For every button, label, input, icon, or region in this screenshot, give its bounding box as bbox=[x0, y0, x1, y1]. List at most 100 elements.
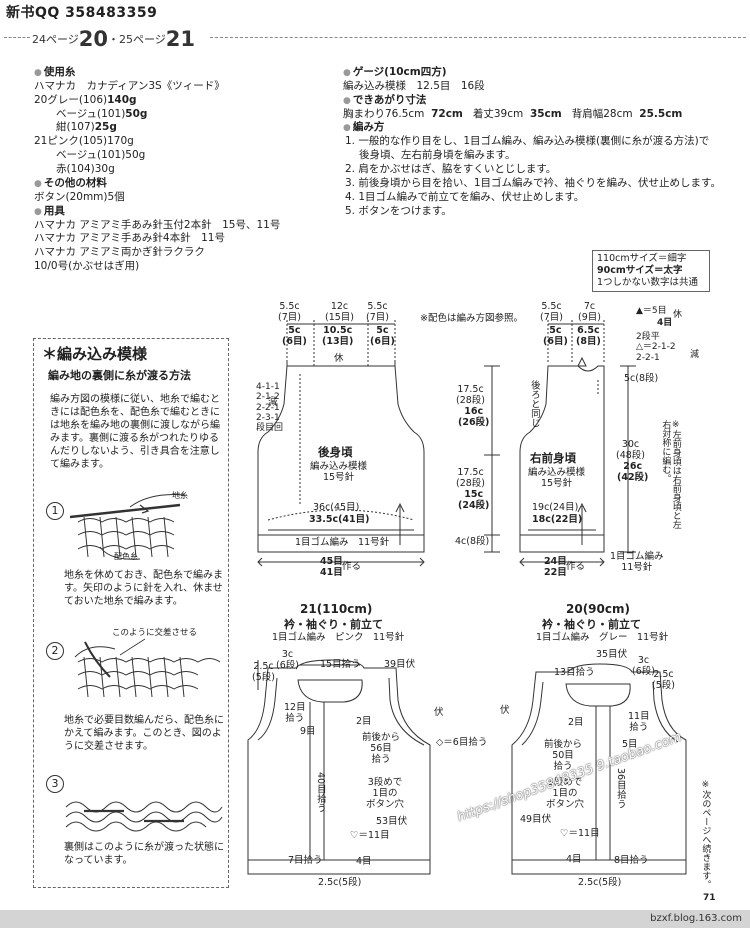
p1-label: 24ページ bbox=[32, 33, 79, 46]
p2-label: 25ページ bbox=[119, 33, 166, 46]
step-number-2: 2 bbox=[46, 642, 64, 660]
tools-line4: 10/0号(かぶせはぎ用) bbox=[34, 260, 140, 273]
gauge-heading: ゲージ(10cm四方) bbox=[343, 66, 743, 80]
step-number-1: 1 bbox=[46, 502, 64, 520]
front-dim-neck-90: 6.5c (8目) bbox=[576, 325, 601, 347]
back-decrease-chart: 4-1-1 2-1-2 2-2-1 2-3-1 段目回 bbox=[256, 382, 284, 434]
back-side-90: 15c (24段) bbox=[458, 489, 490, 511]
label-main-yarn: 地糸 bbox=[172, 491, 188, 500]
step2-illustration bbox=[74, 638, 220, 698]
front-neck-depth: 5c(8段) bbox=[624, 373, 659, 384]
step1-illustration bbox=[70, 494, 186, 560]
d20-four-sts: 4目 bbox=[566, 854, 582, 865]
method-step1b: 後身頃、左右前身頃を編みます。 bbox=[359, 149, 516, 162]
label-cross-here: このように交差させる bbox=[112, 628, 198, 638]
d21-bottom-band: 2.5c(5段) bbox=[318, 877, 362, 888]
d21-diamond-legend: ◇＝6目拾う bbox=[436, 737, 488, 748]
back-armhole-90: 16c (26段) bbox=[458, 406, 490, 428]
d21-band-width: 2.5c (5段) bbox=[252, 661, 275, 683]
dash-left bbox=[4, 37, 30, 38]
other-line1: ボタン(20mm)5個 bbox=[34, 190, 125, 203]
colorwork-subtitle: 編み地の裏側に糸が渡る方法 bbox=[48, 369, 191, 382]
page-ref-text: 24ページ20・25ページ21 bbox=[32, 26, 195, 54]
colorwork-title: ＊編み込み模様 bbox=[42, 345, 148, 363]
front-legend-hold-90: 4目 bbox=[657, 318, 673, 328]
front-pattern: 編み込み模様 15号針 bbox=[528, 467, 586, 489]
d20-collar-pick: 13目拾う bbox=[554, 667, 595, 678]
d21-collar-pick: 15目拾う bbox=[320, 659, 361, 670]
d20-front-pick: 36目拾う bbox=[614, 768, 626, 809]
d20-bindoff: 伏 bbox=[500, 705, 510, 716]
footer-bar bbox=[0, 910, 750, 928]
method-step2: 2. 肩をかぶせはぎ、脇をすくいとじします。 bbox=[345, 163, 557, 176]
diagram21-outline bbox=[247, 659, 431, 875]
d20-buttonhole: 3段めで 1目の ボタン穴 bbox=[546, 777, 585, 810]
size-legend: 110cmサイズ＝細字 90cmサイズ＝太字 1つしかない数字は共通 bbox=[592, 250, 710, 292]
d21-armhole-pick: 前後から 56目 拾う bbox=[362, 732, 401, 765]
diagram21-title: 21(110cm) bbox=[300, 602, 373, 616]
back-dim-shoulder-r-90: 5c (6目) bbox=[370, 325, 395, 347]
front-legend-decrease-mark: 減 bbox=[690, 350, 700, 360]
d20-collar-depth: 3c (6段) bbox=[632, 655, 655, 677]
d21-heart-legend: ♡＝11目 bbox=[350, 830, 390, 841]
method-step1a: 1. 一般的な作り目をし、1目ゴム編み、編み込み模様(裏側に糸が渡る方法)で bbox=[345, 135, 710, 148]
method-heading: 編み方 bbox=[343, 121, 743, 135]
d20-two-sts: 2目 bbox=[568, 717, 584, 728]
front-legend-hold-110: ▲＝5目 bbox=[636, 306, 667, 316]
front-cast-on-label: 作る bbox=[566, 561, 586, 572]
diagram20-subtitle: 衿・袖ぐり・前立て bbox=[542, 618, 641, 631]
back-dim-shoulder-90: 5c (6目) bbox=[282, 325, 307, 347]
s21-line3: 赤(104)30g bbox=[56, 163, 115, 176]
front-height-110: 30c (48段) bbox=[616, 439, 646, 461]
d21-buttonhole: 3段めで 1目の ボタン穴 bbox=[366, 777, 405, 810]
finished-sizes: 胸まわり76.5cm 72cm 着丈39cm 35cm 背肩幅28cm 25.5… bbox=[343, 107, 683, 120]
d21-two-sts: 2目 bbox=[356, 716, 372, 727]
page-number: 71 bbox=[703, 893, 716, 903]
d20-collar-bindoff: 35目伏 bbox=[596, 649, 628, 660]
yarn-brand: ハマナカ カナディアン3S《ツィード》 bbox=[34, 79, 225, 92]
finished-heading: できあがり寸法 bbox=[343, 94, 743, 108]
footer-site: bzxf.blog.163.com bbox=[650, 913, 742, 924]
back-dim-neck-90: 10.5c (13目) bbox=[322, 325, 354, 347]
step1-text: 地糸を休めておき、配色糸で編みます。矢印のように針を入れ、休ませておいた地糸で編… bbox=[64, 570, 223, 607]
s21-line1: 21ピンク(105)170g bbox=[34, 135, 134, 148]
d21-four-sts: 4目 bbox=[356, 856, 372, 867]
tools-line2: ハマナカ アミアミ手あみ針4本針 11号 bbox=[34, 232, 225, 245]
d21-collar-bindoff: 39目伏 bbox=[384, 659, 416, 670]
legend-common: 1つしかない数字は共通 bbox=[597, 276, 699, 288]
s21-line2: ベージュ(101)50g bbox=[56, 149, 146, 162]
front-body-outline bbox=[519, 365, 605, 553]
front-body-title: 右前身頃 bbox=[530, 451, 576, 465]
color-note: ※配色は編み方図参照。 bbox=[420, 313, 523, 324]
dash-right bbox=[210, 37, 746, 38]
back-neck-hold: 休 bbox=[334, 353, 344, 364]
front-width-90: 18c(22目) bbox=[532, 514, 583, 525]
s20-line2: ベージュ(101)50g bbox=[56, 107, 148, 120]
header-id: 新书QQ 358483359 bbox=[6, 5, 158, 21]
s20-line3: 紺(107)25g bbox=[56, 121, 117, 134]
tools-heading: 用具 bbox=[34, 205, 324, 219]
diagram20-outline bbox=[511, 663, 687, 875]
step3-illustration bbox=[65, 801, 223, 832]
d20-armhole-pick: 前後から 50目 拾う bbox=[544, 739, 583, 772]
diagram20-yarn: 1目ゴム編み グレー 11号針 bbox=[536, 632, 669, 643]
diagram20-title: 20(90cm) bbox=[566, 602, 630, 616]
back-side-110: 17.5c (28段) bbox=[456, 467, 486, 489]
front-dim-shoulder-110: 5.5c (7目) bbox=[540, 301, 563, 323]
gauge-text: 編み込み模様 12.5目 16段 bbox=[343, 79, 485, 92]
front-dim-shoulder-90: 5c (6目) bbox=[543, 325, 568, 347]
sep: ・ bbox=[108, 33, 120, 46]
d20-front-bindoff: 49目伏 bbox=[520, 814, 552, 825]
front-cast-on: 24目 22目 bbox=[544, 556, 567, 578]
front-symmetry-note: ※左前身頃は右前身頃と左右対称に編む。 bbox=[660, 420, 681, 529]
legend-90: 90cmサイズ＝太字 bbox=[597, 264, 683, 276]
d20-bottom-pick: 8目拾う bbox=[614, 855, 649, 866]
d20-five-sts: 5目 bbox=[622, 739, 638, 750]
back-width-110: 36c(45目) bbox=[313, 502, 360, 513]
step3-text: 裏側はこのように糸が渡った状態になっています。 bbox=[64, 842, 224, 866]
diagram21-subtitle: 衿・袖ぐり・前立て bbox=[284, 618, 383, 631]
back-decrease-mark: 減 bbox=[268, 397, 278, 408]
front-legend-decrease: 2段平 △＝2-1-2 2-2-1 bbox=[636, 332, 676, 363]
front-height-90: 26c (42段) bbox=[617, 461, 649, 483]
